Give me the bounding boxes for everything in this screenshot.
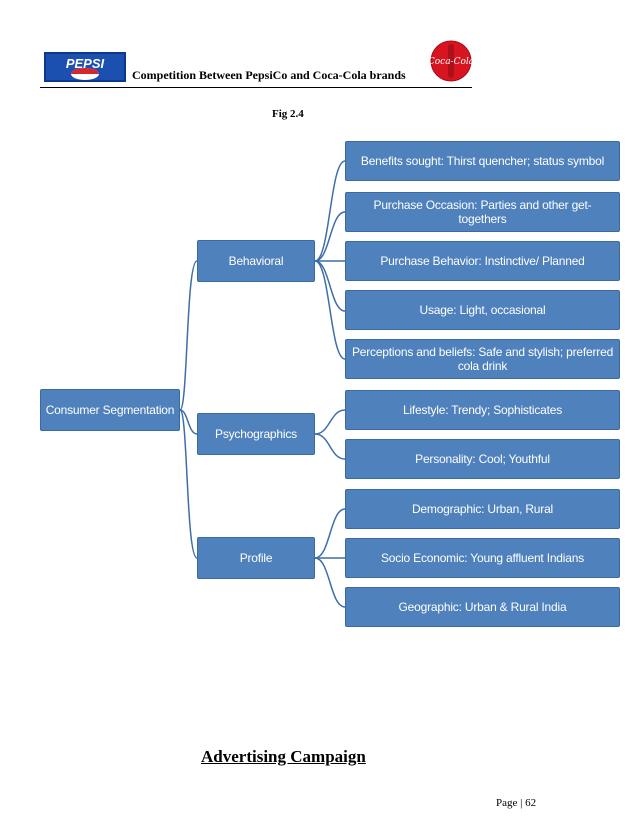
leaf-node: Purchase Occasion: Parties and other get…: [345, 192, 620, 232]
section-heading: Advertising Campaign: [201, 747, 366, 766]
leaf-node: Benefits sought: Thirst quencher; status…: [345, 141, 620, 181]
category-node-psychographics: Psychographics: [197, 413, 315, 455]
category-node-profile: Profile: [197, 537, 315, 579]
leaf-node: Purchase Behavior: Instinctive/ Planned: [345, 241, 620, 281]
connector-psychographics-1: [314, 409, 346, 435]
leaf-node: Socio Economic: Young affluent Indians: [345, 538, 620, 578]
leaf-node: Geographic: Urban & Rural India: [345, 587, 620, 627]
connector-profile-3: [314, 557, 346, 608]
pepsi-logo-text: PEPSI: [66, 56, 105, 71]
connector-psychographics-2: [314, 433, 346, 460]
connector-root-psychographics: [179, 409, 198, 435]
page-header: PEPSI Competition Between PepsiCo and Co…: [40, 40, 474, 88]
connector-behavioral-2: [314, 211, 346, 262]
figure-label: Fig 2.4: [272, 108, 304, 120]
header-title: Competition Between PepsiCo and Coca-Col…: [132, 68, 406, 82]
connector-behavioral-5: [314, 260, 346, 360]
connector-profile-1: [314, 508, 346, 559]
leaf-node: Perceptions and beliefs: Safe and stylis…: [345, 339, 620, 379]
page-number: Page | 62: [496, 797, 537, 809]
connector-behavioral-4: [314, 260, 346, 312]
coca-cola-logo-text: Coca-Cola: [428, 57, 474, 67]
connector-root-profile: [179, 409, 198, 559]
leaf-node: Lifestyle: Trendy; Sophisticates: [345, 390, 620, 430]
leaf-node: Demographic: Urban, Rural: [345, 489, 620, 529]
root-node: Consumer Segmentation: [40, 389, 180, 431]
header-divider: [40, 87, 472, 88]
leaf-node: Usage: Light, occasional: [345, 290, 620, 330]
leaf-node: Personality: Cool; Youthful: [345, 439, 620, 479]
coca-cola-logo: Coca-Cola: [428, 40, 474, 82]
connector-behavioral-1: [314, 160, 346, 262]
connector-root-behavioral: [179, 260, 198, 411]
pepsi-logo: PEPSI: [44, 52, 126, 82]
category-node-behavioral: Behavioral: [197, 240, 315, 282]
